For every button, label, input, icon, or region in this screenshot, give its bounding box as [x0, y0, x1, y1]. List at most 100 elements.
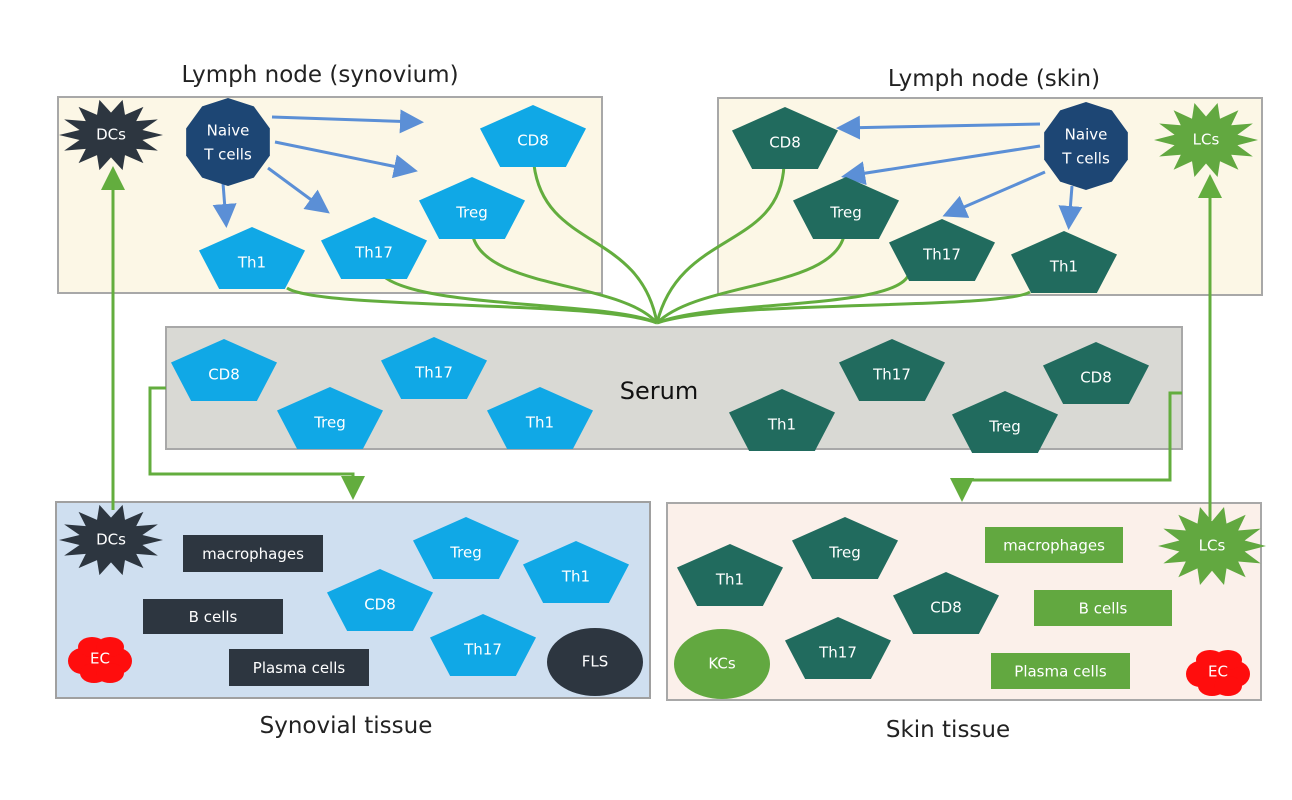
- cloud-lobe: [1214, 650, 1242, 670]
- skin-ec: EC: [1186, 650, 1250, 696]
- node-label: Th1: [525, 413, 554, 431]
- node-label: T cells: [1061, 150, 1110, 168]
- pentagon-shape: [1011, 231, 1117, 293]
- skin-th1: Th1: [677, 544, 783, 606]
- syn-macrophages: macrophages: [183, 535, 323, 572]
- naive-shape: [186, 98, 270, 186]
- skin-cd8: CD8: [893, 572, 999, 634]
- node-label: T cells: [203, 146, 252, 164]
- pentagon-shape: [430, 614, 536, 676]
- node-label: EC: [90, 650, 110, 668]
- pentagon-shape: [889, 219, 995, 281]
- ln-skin-th17: Th17: [889, 219, 995, 281]
- title-synovial-tissue: Synovial tissue: [260, 713, 433, 739]
- title-ln-skin: Lymph node (skin): [888, 66, 1100, 92]
- ln-skin-cd8: CD8: [732, 107, 838, 169]
- pentagon-shape: [893, 572, 999, 634]
- skin-kcs: KCs: [674, 629, 770, 699]
- pentagon-shape: [487, 387, 593, 449]
- pentagon-shape: [199, 227, 305, 289]
- pentagon-shape: [792, 517, 898, 579]
- pentagon-shape: [413, 517, 519, 579]
- pentagon-shape: [839, 339, 945, 401]
- node-label: Th17: [463, 640, 502, 658]
- node-label: Treg: [829, 203, 862, 221]
- node-label: Treg: [455, 203, 488, 221]
- node-label: macrophages: [202, 545, 304, 563]
- node-label: Th1: [561, 567, 590, 585]
- serum-syn-th17: Th17: [381, 337, 487, 399]
- node-label: Naive: [1065, 126, 1108, 144]
- pentagon-shape: [785, 617, 891, 679]
- ln-syn-dcs: DCs: [59, 99, 163, 171]
- pentagon-shape: [277, 387, 383, 449]
- curve-syn-treg: [470, 231, 659, 324]
- serum-syn-th1: Th1: [487, 387, 593, 449]
- node-label: DCs: [96, 126, 126, 144]
- pentagon-shape: [732, 107, 838, 169]
- node-label: CD8: [517, 131, 549, 149]
- ln-skin-treg: Treg: [793, 177, 899, 239]
- node-label: Treg: [313, 413, 346, 431]
- syn-th17: Th17: [430, 614, 536, 676]
- node-label: Naive: [207, 122, 250, 140]
- starburst-shape: [59, 504, 163, 576]
- ln-syn-th1: Th1: [199, 227, 305, 289]
- syn-ec: EC: [68, 637, 132, 683]
- box-shape: [985, 527, 1123, 563]
- pentagon-shape: [327, 569, 433, 631]
- pentagon-shape: [480, 105, 586, 167]
- node-label: EC: [1208, 663, 1228, 681]
- ellipse-shape: [674, 629, 770, 699]
- skin-th17: Th17: [785, 617, 891, 679]
- title-skin-tissue: Skin tissue: [886, 717, 1010, 743]
- naive-shape: [1044, 102, 1128, 190]
- serum-skin-th1: Th1: [729, 389, 835, 451]
- starburst-shape: [1158, 507, 1266, 585]
- curve-skin-th1: [656, 290, 1031, 325]
- curve-syn-th1: [286, 286, 658, 325]
- node-label: Th1: [1049, 257, 1078, 275]
- node-label: Th1: [767, 415, 796, 433]
- pentagon-shape: [793, 177, 899, 239]
- differentiation-arrows: [212, 109, 1083, 230]
- pentagon-shape: [952, 391, 1058, 453]
- arrow-serum-to-synovial: [148, 386, 365, 500]
- serum-label: Serum: [620, 377, 698, 405]
- curve-syn-cd8: [532, 164, 659, 324]
- serum-skin-th17: Th17: [839, 339, 945, 401]
- node-label: KCs: [708, 655, 735, 673]
- node-label: Th17: [922, 245, 961, 263]
- node-label: Th1: [237, 253, 266, 271]
- box-shape: [183, 535, 323, 572]
- title-ln-synovium: Lymph node (synovium): [181, 62, 458, 88]
- node-label: CD8: [364, 595, 396, 613]
- pentagon-shape: [523, 541, 629, 603]
- starburst-shape: [59, 99, 163, 171]
- pentagon-shape: [677, 544, 783, 606]
- node-label: DCs: [96, 531, 126, 549]
- connector-curves: [286, 164, 1031, 325]
- node-label: Th17: [414, 363, 453, 381]
- node-label: Treg: [828, 543, 861, 561]
- ellipse-shape: [547, 628, 643, 696]
- serum-skin-cd8: CD8: [1043, 342, 1149, 404]
- node-label: CD8: [930, 598, 962, 616]
- box-shape: [1034, 590, 1172, 626]
- node-label: LCs: [1193, 131, 1220, 149]
- curve-skin-treg: [655, 229, 847, 325]
- node-label: CD8: [208, 365, 240, 383]
- syn-cd8: CD8: [327, 569, 433, 631]
- syn-plasma-cells: Plasma cells: [229, 649, 369, 686]
- syn-fls: FLS: [547, 628, 643, 696]
- serum-syn-cd8: CD8: [171, 339, 277, 401]
- pentagon-shape: [1043, 342, 1149, 404]
- syn-b-cells: B cells: [143, 599, 283, 634]
- node-label: B cells: [1079, 600, 1128, 618]
- node-label: macrophages: [1003, 537, 1105, 555]
- box-shape: [229, 649, 369, 686]
- node-label: B cells: [189, 608, 238, 626]
- ln-skin-lcs: LCs: [1154, 102, 1258, 178]
- node-label: LCs: [1199, 537, 1226, 555]
